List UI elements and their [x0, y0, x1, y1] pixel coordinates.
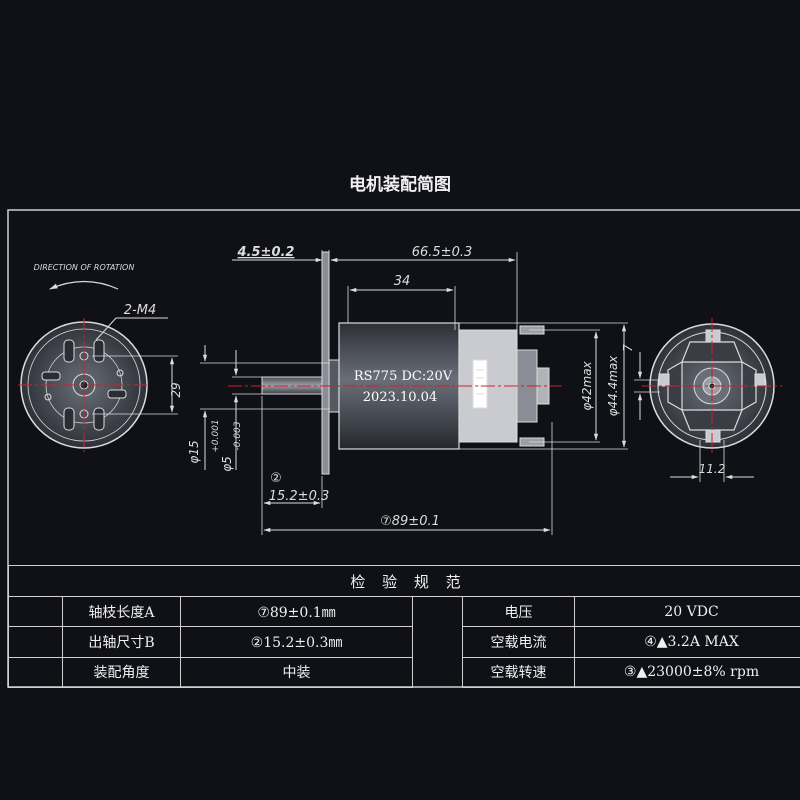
row-2-right-label: 空载电流 — [462, 626, 575, 658]
row-2-left-label: 出轴尺寸B — [62, 626, 181, 658]
motor-label-line1: RS775 DC:20V — [354, 369, 453, 384]
row-1-right-label: 电压 — [462, 596, 575, 628]
dim-shaft-tol-dn: -0.003 — [233, 421, 243, 450]
rotation-label: DIRECTION OF ROTATION — [34, 263, 135, 272]
rotation-arrow — [49, 280, 119, 290]
dim-shaft-tol-up: +0.001 — [211, 419, 221, 452]
spec-table-header: 检 验 规 范 — [7, 564, 800, 598]
mark-2: ② — [270, 471, 282, 486]
motor-label-line2: 2023.10.04 — [363, 390, 437, 405]
dim-shaft-length: 15.2±0.3 — [269, 489, 330, 504]
dim-shaft-main: φ5 — [220, 456, 234, 472]
row-1-left-label: 轴枝长度A — [62, 596, 181, 628]
dim-offset: 4.5±0.2 — [237, 245, 295, 260]
dim-d44: φ44.4max — [606, 355, 620, 417]
dim-11-2: 11.2 — [699, 462, 726, 476]
table-cell-blank — [8, 596, 63, 628]
front-view: DIRECTION OF ROTATION 2-M4 29 — [18, 263, 183, 452]
drawing-title: 电机装配简图 — [349, 175, 451, 195]
table-cell-blank — [8, 656, 63, 689]
dim-7: 7 — [621, 344, 635, 352]
table-row: 轴枝长度A ⑦89±0.1㎜ 电压 20 VDC — [8, 596, 800, 628]
row-2-right-value: ④▲3.2A MAX — [573, 626, 800, 658]
dim-34: 34 — [394, 274, 411, 289]
row-2-left-value: ②15.2±0.3㎜ — [180, 626, 413, 658]
spec-table: 检 验 规 范 轴枝长度A ⑦89±0.1㎜ 电压 20 VDC 出轴尺寸B ②… — [7, 564, 800, 689]
dim-shaft-base: φ15 — [187, 440, 201, 463]
dim-total-length: ⑦89±0.1 — [380, 514, 440, 529]
hole-label: 2-M4 — [124, 303, 156, 318]
rear-view: 7 11.2 — [621, 318, 782, 482]
dim-d42: φ42max — [580, 360, 594, 410]
table-cell-blank — [8, 626, 63, 658]
table-row: 装配角度 中装 空载转速 ③▲23000±8% rpm — [8, 656, 800, 689]
table-cell-gap — [412, 626, 463, 658]
side-view: RS775 DC:20V 2023.10.04 4.5±0.2 66.5±0.3… — [187, 245, 628, 535]
table-row: 出轴尺寸B ②15.2±0.3㎜ 空载电流 ④▲3.2A MAX — [8, 626, 800, 658]
row-1-right-value: 20 VDC — [573, 596, 800, 628]
dim-body-length: 66.5±0.3 — [412, 245, 473, 260]
table-cell-gap — [412, 596, 463, 627]
dim-29: 29 — [169, 382, 183, 397]
row-3-right-label: 空载转速 — [462, 656, 575, 689]
table-cell-gap — [412, 657, 463, 688]
row-1-left-value: ⑦89±0.1㎜ — [180, 596, 413, 628]
row-3-right-value: ③▲23000±8% rpm — [573, 656, 800, 689]
row-3-left-label: 装配角度 — [62, 656, 181, 689]
row-3-left-value: 中装 — [180, 656, 413, 689]
